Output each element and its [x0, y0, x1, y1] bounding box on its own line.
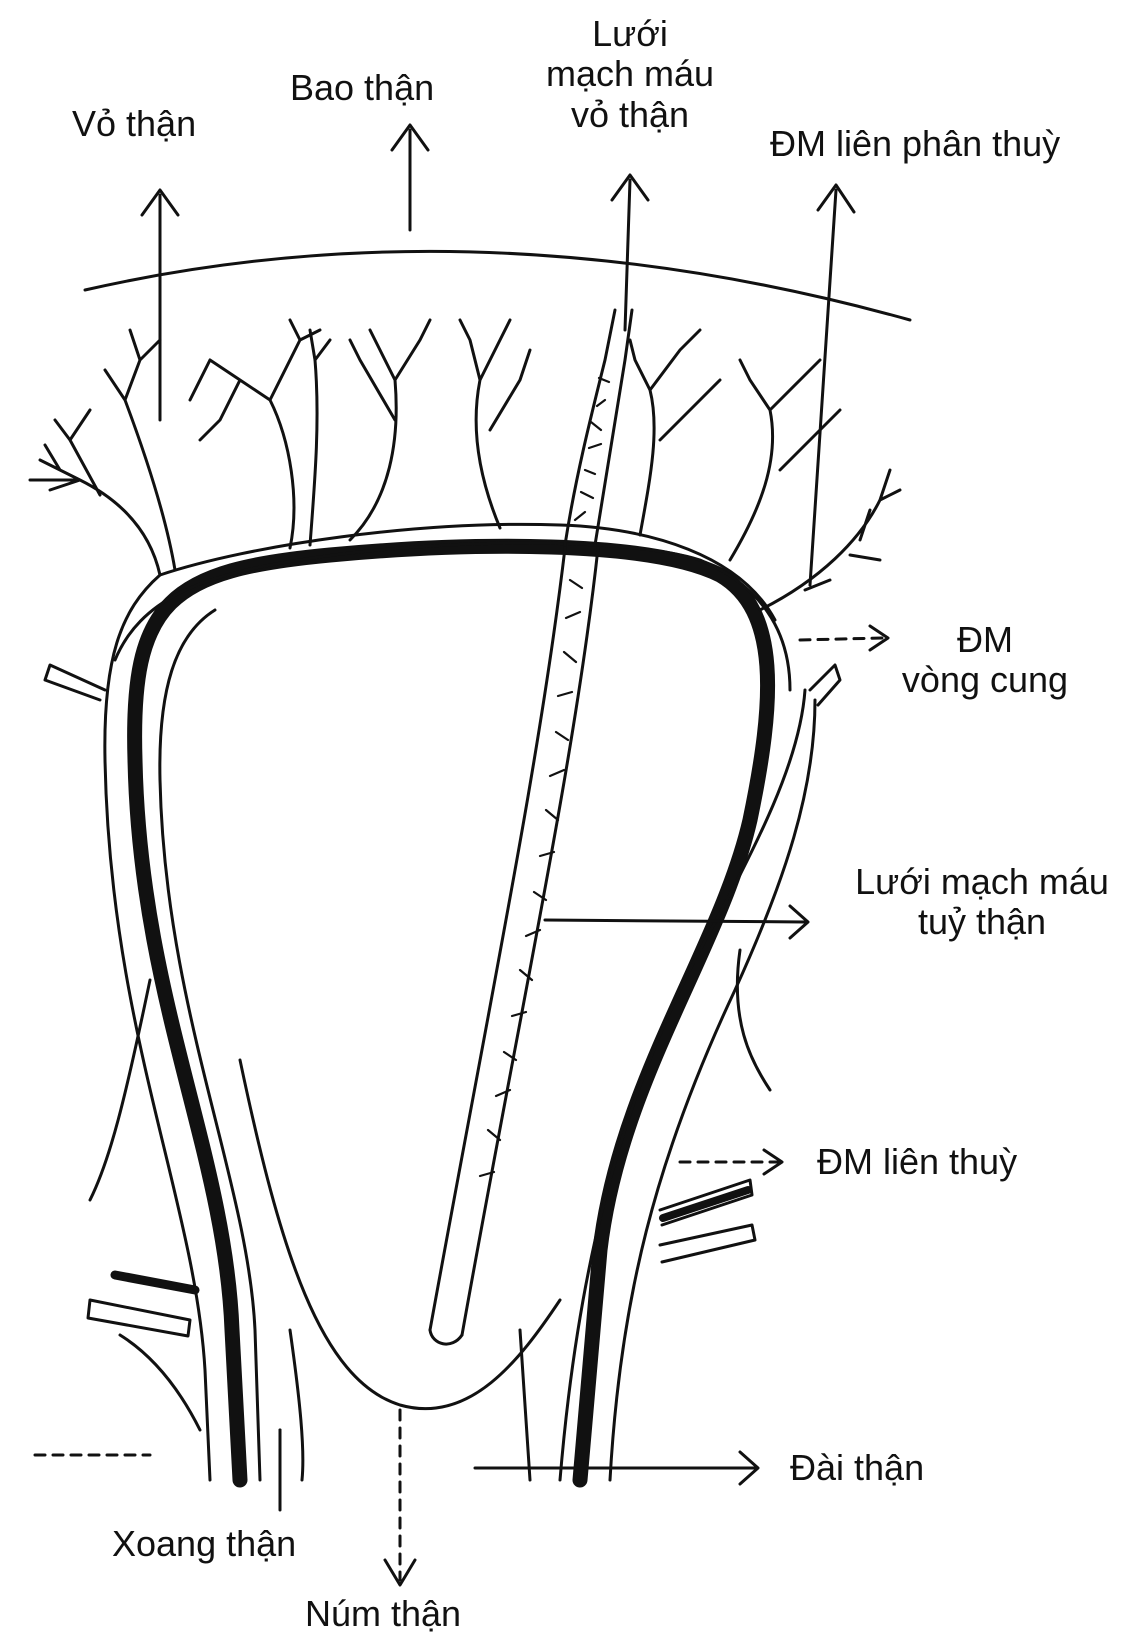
- sinus-line-right: [520, 1330, 530, 1480]
- arrow-vo-than: [142, 190, 178, 420]
- label-luoi-tuy-line1: Lưới mạch máu: [832, 862, 1131, 902]
- label-xoang-than: Xoang thận: [112, 1524, 296, 1564]
- label-num-than: Núm thận: [305, 1594, 461, 1634]
- renal-capsule-line: [85, 251, 910, 320]
- arrow-luoi-vo-than: [612, 175, 648, 330]
- arcuate-vessel-dark: [135, 546, 768, 1480]
- arrow-num-than: [385, 1410, 415, 1585]
- arrow-dm-lien-phan-thuy: [810, 185, 854, 585]
- label-luoi-vo-line2: mạch máu: [520, 54, 740, 94]
- label-bao-than: Bao thận: [290, 68, 434, 108]
- arrow-dai-than: [475, 1452, 758, 1484]
- sinus-side-vessels: [88, 1275, 200, 1430]
- sinus-line-left: [290, 1330, 303, 1480]
- calyx-left-line: [90, 980, 150, 1200]
- arrow-bao-than: [392, 125, 428, 230]
- label-luoi-tuy-line2: tuỷ thận: [832, 902, 1131, 942]
- medullary-vascular-mesh: [430, 548, 598, 1344]
- renal-pyramid: [90, 546, 815, 1480]
- label-dm-vong-cung: ĐM vòng cung: [870, 620, 1100, 701]
- label-dm-vong-cung-line2: vòng cung: [870, 660, 1100, 700]
- arrow-dm-lien-thuy: [680, 1150, 782, 1174]
- label-luoi-mach-mau-tuy-than: Lưới mạch máu tuỷ thận: [832, 862, 1131, 943]
- interlobar-side-vessels: [660, 1180, 755, 1262]
- label-dai-than: Đài thận: [790, 1448, 924, 1488]
- papilla-outline: [240, 1060, 560, 1409]
- label-vo-than: Vỏ thận: [72, 104, 196, 144]
- label-dm-lien-phan-thuy: ĐM liên phân thuỳ: [770, 124, 1060, 164]
- label-luoi-vo-line1: Lưới: [520, 14, 740, 54]
- cortical-vascular-mesh: [565, 310, 632, 545]
- label-dm-vong-cung-line1: ĐM: [870, 620, 1100, 660]
- label-dm-lien-thuy: ĐM liên thuỳ: [817, 1142, 1017, 1182]
- label-luoi-vo-line3: vỏ thận: [520, 95, 740, 135]
- label-luoi-mach-mau-vo-than: Lưới mạch máu vỏ thận: [520, 14, 740, 135]
